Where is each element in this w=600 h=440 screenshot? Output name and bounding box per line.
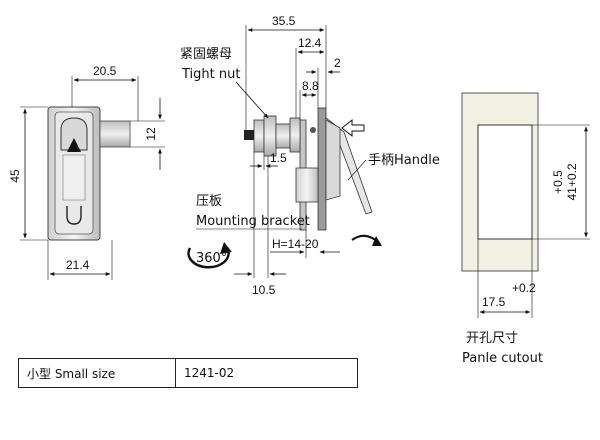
cutout-width: 17.5 bbox=[482, 295, 506, 309]
panel-plate bbox=[317, 107, 327, 231]
size-cell: 小型 Small size bbox=[18, 358, 176, 388]
dim-front-left: 45 bbox=[8, 169, 22, 183]
dim-front-bottom: 21.4 bbox=[66, 258, 90, 272]
rotation-label: 360° bbox=[196, 251, 227, 266]
handle-slot bbox=[62, 154, 86, 201]
handle-body bbox=[325, 119, 341, 201]
model-cell: 1241-02 bbox=[175, 358, 358, 388]
handle-label: 手柄Handle bbox=[368, 153, 440, 168]
threaded-shaft bbox=[275, 123, 291, 149]
bracket-label-en: Mounting bracket bbox=[196, 214, 310, 229]
dim-35-5: 35.5 bbox=[272, 14, 296, 28]
keyhole-housing bbox=[60, 117, 88, 151]
spec-table: 小型 Small size 1241-02 bbox=[18, 358, 358, 388]
pivot-pin bbox=[310, 127, 316, 133]
tight-nut bbox=[253, 119, 265, 153]
dim-front-top: 20.5 bbox=[93, 64, 117, 78]
cutout-height-tol: +0.5 bbox=[551, 170, 565, 194]
dim-10-5: 10.5 bbox=[252, 283, 276, 297]
cutout-hole bbox=[477, 124, 533, 240]
body-collar bbox=[289, 117, 301, 153]
triangle-key-icon bbox=[67, 138, 81, 152]
rotation-360-icon bbox=[187, 247, 230, 269]
dim-h: H=14-20 bbox=[272, 237, 319, 251]
dim-1-5: 1.5 bbox=[270, 151, 287, 165]
nut-washer bbox=[263, 115, 277, 157]
dim-2: 2 bbox=[334, 56, 341, 70]
table-row: 小型 Small size 1241-02 bbox=[18, 358, 358, 388]
bracket-label-cn: 压板 bbox=[196, 194, 222, 209]
tight-nut-label-en: Tight nut bbox=[181, 67, 240, 82]
cutout-label-en: Panle cutout bbox=[462, 351, 543, 366]
dim-8-8: 8.8 bbox=[302, 79, 319, 93]
push-arrow-icon bbox=[341, 118, 365, 138]
cutout-view: +0.5 41+0.2 17.5 +0.2 开孔尺寸 Panle cutout bbox=[461, 92, 590, 366]
cutout-width-tol: +0.2 bbox=[512, 281, 536, 295]
cutout-label-cn: 开孔尺寸 bbox=[466, 331, 518, 346]
side-view: 360° 35.5 12.4 2 8.8 紧固螺母 Tight nut 1.5 … bbox=[180, 14, 440, 297]
tight-nut-label-cn: 紧固螺母 bbox=[180, 47, 232, 62]
screw-head bbox=[244, 130, 254, 140]
cutout-height: 41+0.2 bbox=[565, 163, 579, 200]
dim-12-4: 12.4 bbox=[298, 36, 322, 50]
lock-shaft bbox=[99, 120, 131, 148]
dim-front-right: 12 bbox=[144, 127, 158, 141]
finger-pull-icon bbox=[66, 206, 82, 225]
cam-block bbox=[295, 167, 319, 203]
front-view: 20.5 45 12 21.4 bbox=[8, 64, 165, 280]
